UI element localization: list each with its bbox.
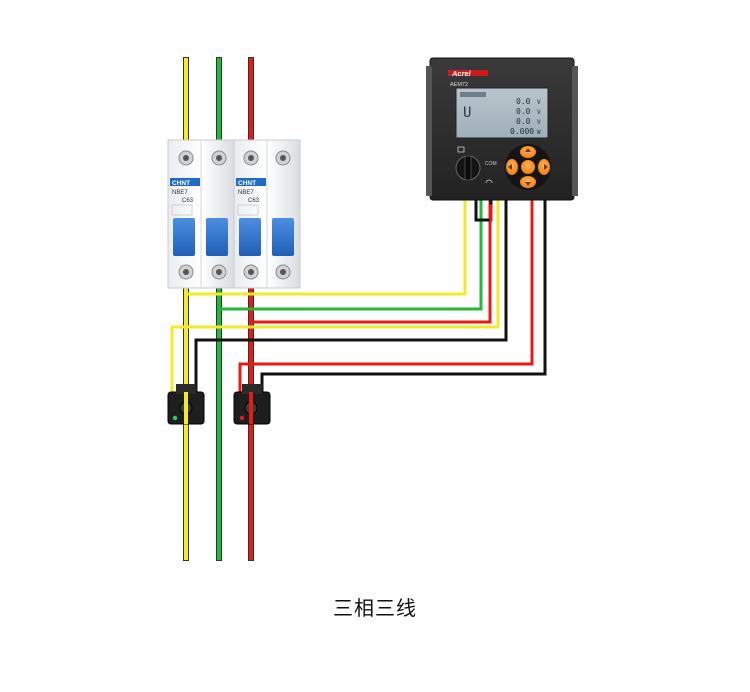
- wire-ct2-s2: [260, 194, 547, 400]
- lcd-unit-3: V: [537, 119, 541, 126]
- wire-voltage-c: [249, 194, 492, 324]
- lcd-unit-1: V: [537, 99, 541, 106]
- lcd-line-1: 0.0: [516, 97, 531, 106]
- lcd-line-3: 0.0: [516, 117, 531, 126]
- lcd-line-2: 0.0: [516, 107, 531, 116]
- ct2-red-dot: [239, 415, 245, 421]
- current-transformer-2: [233, 384, 271, 425]
- wire-ct1-s1: [170, 194, 500, 400]
- wire-voltage-b: [217, 194, 483, 311]
- breaker-2-rating: C63: [248, 198, 260, 204]
- diagram-caption: 三相三线: [333, 596, 417, 620]
- lcd-phase-icon: U: [463, 105, 471, 121]
- breaker-1-handle-b[interactable]: [206, 218, 228, 256]
- meter-model: AEM72: [450, 82, 468, 88]
- lcd-line-4: 0.000: [510, 127, 534, 136]
- lcd-unit-2: V: [537, 109, 541, 116]
- unlock-icon: [485, 179, 493, 184]
- wire-ct1-s2: [194, 194, 508, 400]
- power-meter: Acrel AEM72 U 0.0 V 0.0 V 0.0 V 0.000 W …: [426, 57, 578, 201]
- breaker-1: CHNT NBE7 C63: [167, 139, 235, 289]
- breaker-1-model: NBE7: [172, 190, 188, 196]
- breaker-2: CHNT NBE7 C63: [233, 139, 301, 289]
- breaker-2-brand: CHNT: [238, 180, 256, 187]
- meter-com-label: COM: [485, 161, 497, 167]
- breaker-2-handle-b[interactable]: [272, 218, 294, 256]
- current-transformer-1: [167, 384, 205, 425]
- lock-icon: [457, 146, 465, 153]
- breaker-2-handle-a[interactable]: [239, 218, 261, 256]
- meter-lcd: [455, 87, 549, 139]
- breaker-2-model: NBE7: [238, 190, 254, 196]
- meter-brand: Acrel: [451, 69, 472, 78]
- breaker-1-brand: CHNT: [172, 180, 190, 187]
- wires: [170, 57, 547, 561]
- lcd-unit-4: W: [537, 129, 541, 136]
- breaker-1-rating: C63: [182, 198, 194, 204]
- breaker-1-handle-a[interactable]: [173, 218, 195, 256]
- wire-ct2-s1: [238, 194, 534, 400]
- wire-voltage-a: [184, 194, 467, 296]
- ct1-green-dot: [172, 415, 178, 421]
- key-enter[interactable]: [521, 160, 535, 174]
